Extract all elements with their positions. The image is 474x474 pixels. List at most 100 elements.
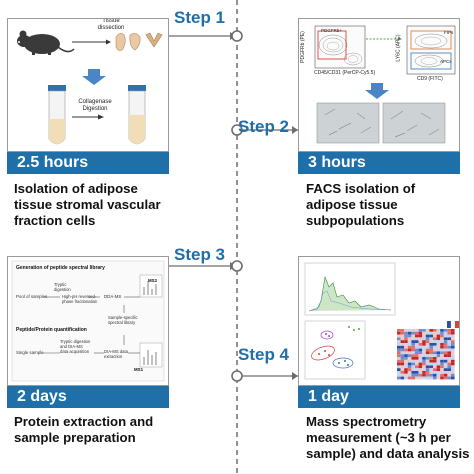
heatmap-cell xyxy=(451,359,455,363)
heatmap-cell xyxy=(404,348,408,352)
heatmap-cell xyxy=(418,373,423,377)
heatmap-cell xyxy=(429,337,433,341)
step-4-description: Mass spectrometry measurement (~3 h per … xyxy=(306,414,470,461)
heatmap-cell xyxy=(429,331,433,335)
heatmap-cell xyxy=(447,345,451,349)
heatmap-cell xyxy=(440,354,444,357)
heatmap-cell xyxy=(447,359,451,363)
heatmap-cell xyxy=(447,357,451,360)
heatmap-cell xyxy=(404,351,408,355)
heatmap-cell xyxy=(400,357,405,360)
heatmap-cell xyxy=(436,340,441,343)
heatmap-cell xyxy=(433,340,437,343)
heatmap-cell xyxy=(436,345,441,349)
heatmap-cell xyxy=(422,362,426,366)
heatmap-cell xyxy=(400,345,405,349)
heatmap-cell xyxy=(443,343,448,346)
heatmap-cell xyxy=(425,365,430,369)
flow-density-left xyxy=(317,30,363,66)
heatmap-cell xyxy=(429,329,433,332)
heatmap-cell xyxy=(436,329,441,332)
heatmap-cell xyxy=(451,357,455,360)
heatmap-cell xyxy=(411,337,415,341)
heatmap-cell xyxy=(415,351,419,355)
heatmap-cell xyxy=(400,368,405,371)
heatmap-cell xyxy=(411,343,415,346)
heatmap-cell xyxy=(404,371,408,374)
heatmap-cell xyxy=(447,343,451,346)
heatmap-cell xyxy=(418,331,423,335)
heatmap-cell xyxy=(443,362,448,366)
heatmap-cell xyxy=(443,365,448,369)
heatmap-cell xyxy=(407,365,412,369)
heatmap-cell xyxy=(407,340,412,343)
library-section-title: Generation of peptide spectral library xyxy=(16,265,105,271)
heatmap-cell xyxy=(436,348,441,352)
heatmap-cell xyxy=(443,340,448,343)
heatmap-cell xyxy=(404,357,408,360)
step-1-description: Isolation of adipose tissue stromal vasc… xyxy=(14,181,161,228)
gate-label-fips: FIPs xyxy=(444,30,454,35)
step-3-panel: Generation of peptide spectral library P… xyxy=(7,256,169,386)
step-2-description: FACS isolation of adipose tissue subpopu… xyxy=(306,181,416,228)
sample-preparation-workflow xyxy=(11,260,165,382)
heatmap-cell xyxy=(451,376,455,380)
heatmap-cell xyxy=(440,348,444,352)
heatmap-cell xyxy=(440,334,444,338)
heatmap-cell xyxy=(400,376,405,380)
heatmap-cell xyxy=(451,373,455,377)
tissue-isolation-illustration xyxy=(17,30,163,145)
step-4-label: Step 4 xyxy=(238,345,290,364)
dda-ms-label: DDA-MS xyxy=(104,294,122,299)
heatmap-cell xyxy=(436,337,441,341)
heatmap-cell xyxy=(418,345,423,349)
heatmap-cell xyxy=(436,359,441,363)
heatmap-cell xyxy=(436,368,441,371)
heatmap-cell xyxy=(436,373,441,377)
adipose-tissue-icon xyxy=(115,32,163,51)
heatmap-cell xyxy=(440,368,444,371)
heatmap-cell xyxy=(407,362,412,366)
heatmap-cell xyxy=(440,357,444,360)
heatmap-cell xyxy=(433,345,437,349)
heatmap-cell xyxy=(397,334,401,338)
heatmap-cell xyxy=(415,376,419,380)
heatmap-cell xyxy=(407,331,412,335)
heatmap-cell xyxy=(397,331,401,335)
heatmap-cell xyxy=(433,359,437,363)
heatmap-cell xyxy=(429,373,433,377)
heatmap-cell xyxy=(415,348,419,352)
heatmap-cell xyxy=(415,368,419,371)
heatmap-cell xyxy=(411,373,415,377)
heatmap-cell xyxy=(404,365,408,369)
heatmap-cell xyxy=(451,329,455,332)
heatmap-cell xyxy=(440,362,444,366)
heatmap-cell xyxy=(433,334,437,338)
heatmap-cell xyxy=(397,343,401,346)
heatmap-cell xyxy=(400,371,405,374)
heatmap-cell xyxy=(451,354,455,357)
heatmap-cell xyxy=(429,354,433,357)
heatmap-cell xyxy=(433,368,437,371)
heatmap-cell xyxy=(433,354,437,357)
heatmap-cell xyxy=(397,348,401,352)
heatmap-cell xyxy=(422,373,426,377)
heatmap-cell xyxy=(415,345,419,349)
heatmap-cell xyxy=(425,340,430,343)
step-3-description: Protein extraction and sample preparatio… xyxy=(14,414,154,445)
heatmap-cell xyxy=(404,340,408,343)
heatmap-cell xyxy=(418,354,423,357)
heatmap-cell xyxy=(451,343,455,346)
heatmap-cell xyxy=(429,343,433,346)
heatmap-cell xyxy=(397,354,401,357)
heatmap-cell xyxy=(404,373,408,377)
heatmap-cell xyxy=(440,365,444,369)
heatmap-cell xyxy=(433,351,437,355)
heatmap-cell xyxy=(451,371,455,374)
heatmap-cell xyxy=(418,368,423,371)
heatmap-cell xyxy=(422,359,426,363)
heatmap-cell xyxy=(425,359,430,363)
heatmap-cell xyxy=(425,373,430,377)
heatmap-cell xyxy=(433,331,437,335)
